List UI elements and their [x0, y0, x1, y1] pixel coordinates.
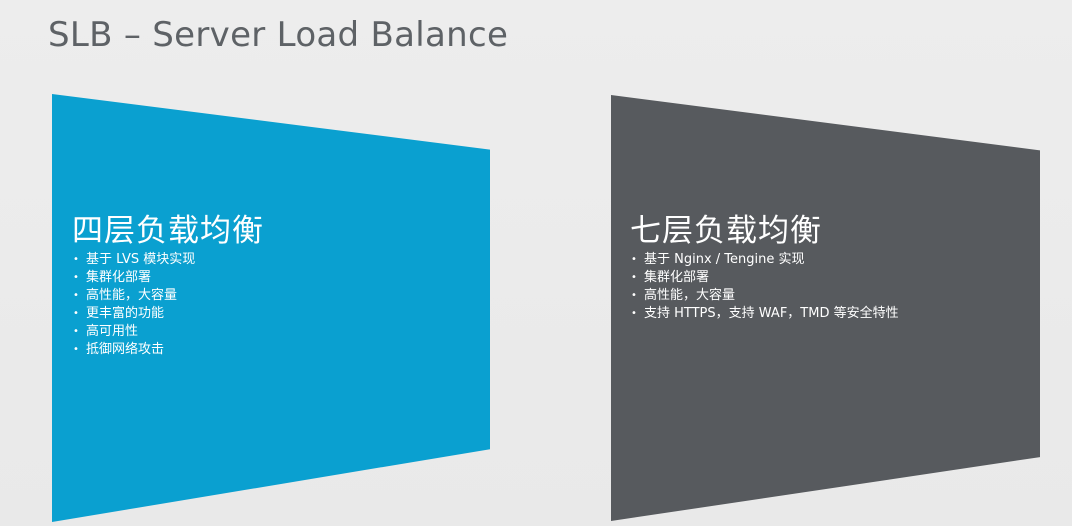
list-item-text: 集群化部署 — [86, 270, 152, 285]
list-item: • 抵御网络攻击 — [72, 341, 195, 359]
bullet-dot-icon: • — [73, 308, 79, 319]
layer7-panel-background — [611, 95, 1040, 521]
bullet-dot-icon: • — [73, 254, 79, 265]
list-item: • 集群化部署 — [630, 269, 899, 287]
layer4-feature-list: • 基于 LVS 模块实现 • 集群化部署 • 高性能，大容量 • 更丰富的功能 • 高可… — [72, 251, 195, 359]
list-item: • 更丰富的功能 — [72, 305, 195, 323]
list-item-text: 高性能，大容量 — [86, 288, 178, 303]
list-item-text: 基于 LVS 模块实现 — [86, 252, 196, 267]
bullet-dot-icon: • — [631, 272, 637, 283]
list-item: • 集群化部署 — [72, 269, 195, 287]
bullet-dot-icon: • — [631, 290, 637, 301]
bullet-dot-icon: • — [631, 308, 637, 319]
layer4-heading: 四层负载均衡 — [72, 213, 264, 249]
bullet-dot-icon: • — [631, 254, 637, 265]
bullet-dot-icon: • — [73, 290, 79, 301]
list-item: • 高性能，大容量 — [72, 287, 195, 305]
list-item-text: 更丰富的功能 — [86, 306, 165, 321]
list-item: • 高可用性 — [72, 323, 195, 341]
list-item-text: 支持 HTTPS，支持 WAF，TMD 等安全特性 — [644, 306, 899, 321]
layer7-heading: 七层负载均衡 — [630, 213, 822, 249]
list-item-text: 基于 Nginx / Tengine 实现 — [644, 252, 805, 267]
list-item: • 基于 LVS 模块实现 — [72, 251, 195, 269]
list-item-text: 抵御网络攻击 — [86, 342, 165, 357]
list-item-text: 高性能，大容量 — [644, 288, 736, 303]
bullet-dot-icon: • — [73, 272, 79, 283]
layer7-feature-list: • 基于 Nginx / Tengine 实现 • 集群化部署 • 高性能，大容量 •… — [630, 251, 899, 323]
list-item-text: 集群化部署 — [644, 270, 710, 285]
slide-title: SLB – Server Load Balance — [48, 15, 509, 55]
list-item: • 高性能，大容量 — [630, 287, 899, 305]
list-item: • 基于 Nginx / Tengine 实现 — [630, 251, 899, 269]
layer4-panel-background — [52, 94, 490, 522]
list-item: • 支持 HTTPS，支持 WAF，TMD 等安全特性 — [630, 305, 899, 323]
list-item-text: 高可用性 — [86, 324, 139, 339]
bullet-dot-icon: • — [73, 344, 79, 355]
bullet-dot-icon: • — [73, 326, 79, 337]
